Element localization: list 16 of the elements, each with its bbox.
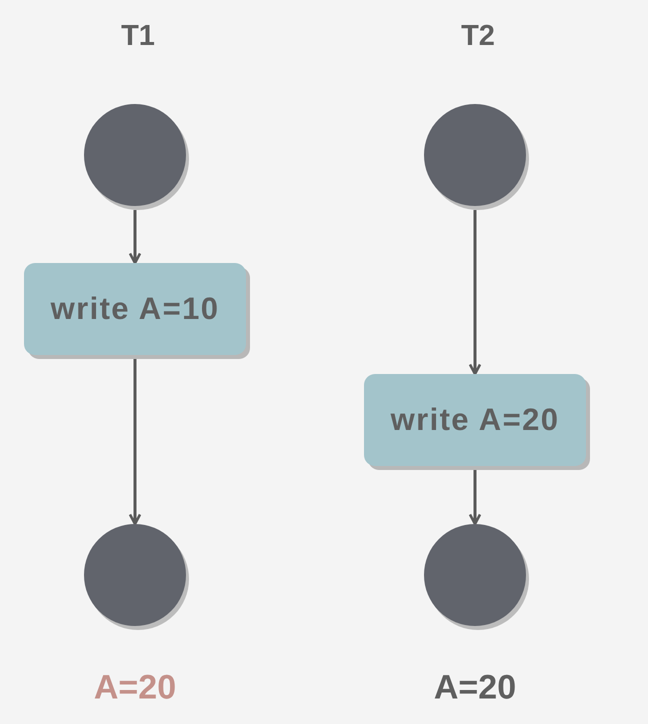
value-label: A=20 — [94, 669, 176, 707]
column-heading: T1 — [121, 21, 155, 53]
box-text: write A=10 — [50, 291, 220, 327]
arrow — [468, 470, 482, 526]
process-box — [24, 263, 250, 359]
circle — [424, 524, 530, 630]
column-heading: T2 — [461, 21, 495, 53]
arrow — [128, 210, 142, 264]
process-box — [364, 374, 590, 470]
circle — [84, 104, 190, 210]
box-text: write A=20 — [390, 402, 560, 438]
circle — [84, 524, 190, 630]
arrow — [468, 210, 482, 376]
circle — [424, 104, 530, 210]
arrow — [128, 359, 142, 526]
value-label: A=20 — [434, 669, 516, 707]
